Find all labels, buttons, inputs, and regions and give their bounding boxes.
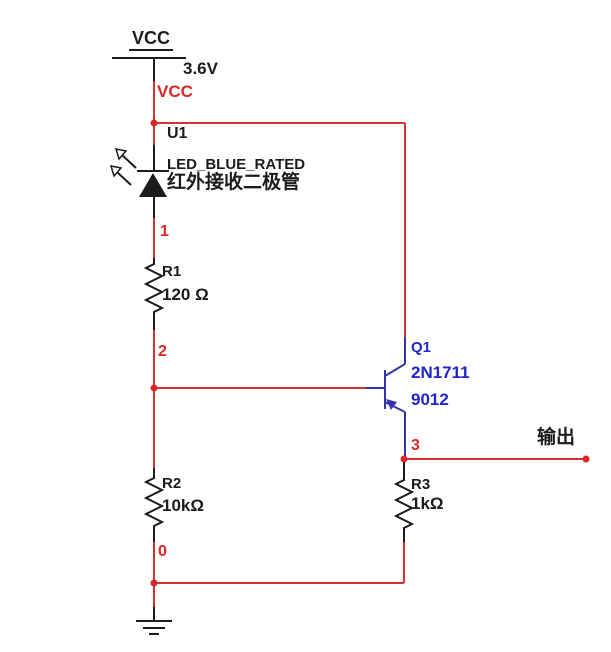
vcc-rail-icon[interactable] xyxy=(112,57,186,81)
u1-ref-label: U1 xyxy=(167,125,188,142)
r3-ref-label: R3 xyxy=(411,476,431,493)
r1-value-label: 120 Ω xyxy=(162,285,209,304)
junction-dot-icon xyxy=(150,119,590,587)
r3-value-label: 1kΩ xyxy=(411,494,444,513)
net-label-vcc: VCC xyxy=(157,82,193,101)
r2-value-label: 10kΩ xyxy=(162,496,204,515)
net-label-0: 0 xyxy=(158,543,167,560)
ground-icon[interactable] xyxy=(136,607,172,635)
net-label-2: 2 xyxy=(158,343,167,360)
voltage-label: 3.6V xyxy=(183,59,218,78)
resistor-r2-icon[interactable] xyxy=(143,468,165,542)
q1-ref-label: Q1 xyxy=(411,339,432,356)
led-photodiode-icon[interactable] xyxy=(109,145,169,218)
output-label: 输出 xyxy=(537,427,576,448)
wire-bottom-return[interactable] xyxy=(154,542,405,584)
r2-ref-label: R2 xyxy=(162,475,182,492)
net-label-1: 1 xyxy=(160,223,169,240)
bjt-pnp-icon[interactable] xyxy=(366,337,406,458)
r1-ref-label: R1 xyxy=(162,263,182,280)
wire-vcc-to-collector[interactable] xyxy=(154,122,406,337)
vcc-rail-label: VCC xyxy=(129,29,174,51)
resistor-r3-icon[interactable] xyxy=(393,462,415,542)
q1-model-label: 9012 xyxy=(411,390,449,409)
resistor-r1-icon[interactable] xyxy=(143,258,165,330)
led-light-arrows xyxy=(109,148,137,186)
u1-cn-label: 红外接收二极管 xyxy=(167,172,301,193)
q1-part-label: 2N1711 xyxy=(411,363,470,382)
net-label-3: 3 xyxy=(411,437,420,454)
u1-part-label: LED_BLUE_RATED xyxy=(167,156,306,173)
